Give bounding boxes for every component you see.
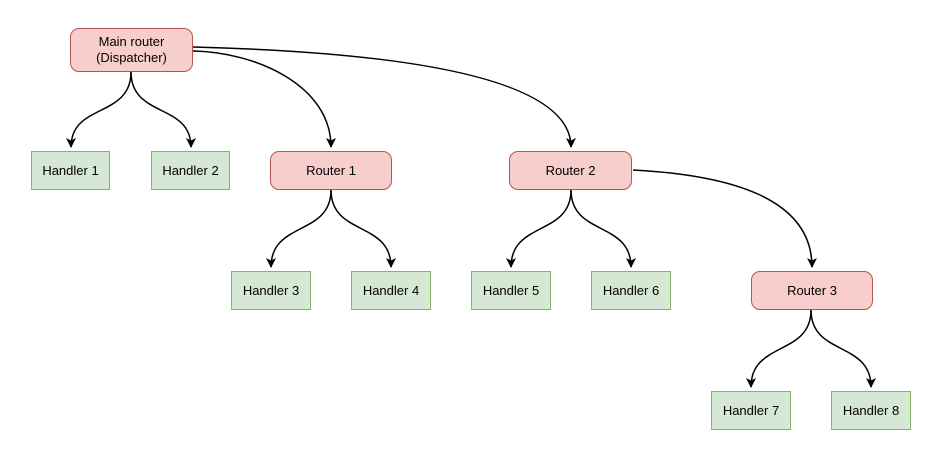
node-router-1-label: Router 1 — [306, 162, 356, 178]
node-handler-4: Handler 4 — [351, 271, 431, 310]
edge-main-router-to-router-1 — [192, 50, 336, 148]
node-main-router-label: Main router (Dispatcher) — [96, 34, 167, 65]
node-router-1: Router 1 — [270, 151, 392, 190]
node-handler-8: Handler 8 — [831, 391, 911, 430]
node-handler-2: Handler 2 — [151, 151, 230, 190]
node-router-2: Router 2 — [509, 151, 632, 190]
node-main-router: Main router (Dispatcher) — [70, 28, 193, 72]
edge-main-router-to-handler-1 — [66, 71, 132, 148]
edge-router-3-to-handler-8 — [810, 309, 876, 388]
edge-main-router-to-router-2 — [192, 46, 576, 148]
node-router-3-label: Router 3 — [787, 282, 837, 298]
edge-router-1-to-handler-4 — [330, 189, 396, 268]
node-handler-7-label: Handler 7 — [722, 402, 780, 418]
node-handler-1-label: Handler 1 — [42, 162, 99, 178]
node-handler-8-label: Handler 8 — [842, 402, 900, 418]
node-handler-3: Handler 3 — [231, 271, 311, 310]
node-handler-6-label: Handler 6 — [602, 282, 660, 298]
node-handler-1: Handler 1 — [31, 151, 110, 190]
node-handler-2-label: Handler 2 — [162, 162, 219, 178]
node-handler-4-label: Handler 4 — [362, 282, 420, 298]
edge-router-2-to-router-3 — [632, 169, 817, 268]
node-handler-6: Handler 6 — [591, 271, 671, 310]
edge-router-2-to-handler-6 — [570, 189, 636, 268]
node-router-3: Router 3 — [751, 271, 873, 310]
node-handler-3-label: Handler 3 — [242, 282, 300, 298]
edge-main-router-to-handler-2 — [130, 71, 196, 148]
node-router-2-label: Router 2 — [545, 162, 596, 178]
edge-router-2-to-handler-5 — [506, 189, 572, 268]
node-handler-5-label: Handler 5 — [482, 282, 540, 298]
edge-router-1-to-handler-3 — [266, 189, 332, 268]
edge-router-3-to-handler-7 — [746, 309, 812, 388]
node-handler-7: Handler 7 — [711, 391, 791, 430]
node-handler-5: Handler 5 — [471, 271, 551, 310]
